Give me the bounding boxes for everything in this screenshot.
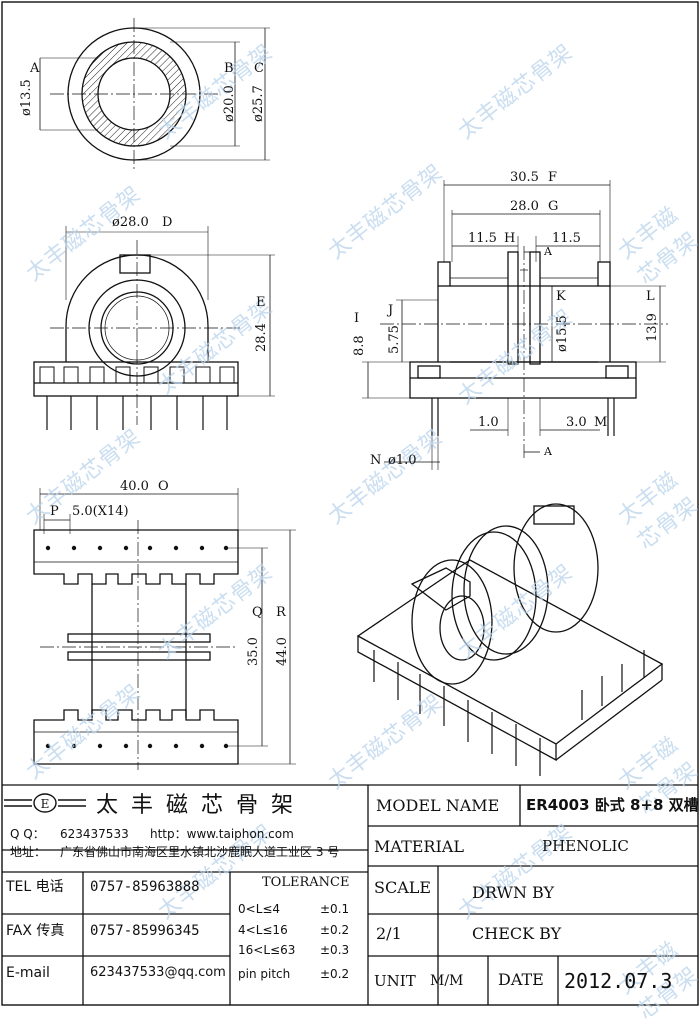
dim-tag-m: M [594, 415, 608, 430]
dim-tag-h: H [504, 231, 516, 246]
address: 广东省佛山市南海区里水镇北沙鹿眠大道工业区 3 号 [60, 845, 340, 859]
email: 623437533@qq.com [90, 965, 226, 980]
dim-f-value: 30.5 [510, 170, 539, 185]
dim-tag-r: R [276, 605, 286, 620]
dim-tag-b: B [224, 61, 234, 76]
tolerance-heading: TOLERANCE [262, 875, 350, 890]
fax-number: 0757-85996345 [90, 923, 200, 939]
qq-label: Q Q： [10, 827, 45, 841]
tel-number: 0757-85963888 [90, 879, 200, 895]
tolerance-value: ±0.2 [320, 923, 350, 937]
dim-p-value: 5.0(X14) [72, 504, 129, 519]
dim-tag-o: O [158, 479, 169, 494]
dim-h2-value: 11.5 [552, 231, 581, 246]
email-label: E-mail [6, 965, 50, 981]
fax-label: FAX 传真 [6, 923, 65, 939]
dim-o-value: 40.0 [120, 479, 149, 494]
title-block-grid [2, 784, 698, 1005]
tolerance-range: 16<L≤63 [238, 943, 296, 957]
scale-label: SCALE [374, 878, 432, 897]
ring-section-view [39, 18, 270, 172]
dim-tag-k: K [556, 289, 566, 304]
dim-tag-i: I [354, 311, 360, 326]
dim-tag-l: L [646, 289, 655, 304]
dim-one-value: 1.0 [478, 415, 499, 430]
svg-text:E: E [41, 797, 50, 811]
side-view [362, 180, 668, 470]
tolerance-range: pin pitch [238, 967, 291, 981]
dim-tag-p: P [50, 504, 59, 519]
model-name-label: MODEL NAME [376, 796, 500, 815]
material-value: PHENOLIC [542, 837, 629, 855]
address-label: 地址： [10, 845, 47, 859]
unit-label: UNIT [374, 972, 416, 990]
tolerance-range: 0<L≤4 [238, 902, 281, 916]
company-logo: E [4, 793, 86, 813]
date-value: 2012.07.3 [564, 969, 673, 993]
dim-tag-q: Q [252, 605, 263, 620]
model-name: ER4003 卧式 8+8 双槽 [526, 796, 699, 814]
isometric-view [356, 503, 664, 776]
section-mark-bottom: A [544, 445, 552, 458]
website: http：www.taiphon.com [150, 827, 294, 841]
check-by-label: CHECK BY [472, 924, 562, 943]
dim-tag-e: E [256, 295, 266, 310]
dim-tag-j: J [388, 303, 394, 318]
company-name: 太 丰 磁 芯 骨 架 [96, 793, 296, 818]
drawn-by-label: DRWN BY [472, 883, 555, 902]
dim-h-value: 11.5 [468, 231, 497, 246]
qq-number: 623437533 [60, 827, 129, 841]
tolerance-value: ±0.2 [320, 967, 350, 981]
scale-value: 2/1 [376, 924, 402, 943]
dim-tag-d: D [162, 215, 173, 230]
dim-d-value: ø28.0 [112, 215, 149, 230]
dim-tag-c: C [254, 61, 264, 76]
dim-tag-a: A [30, 61, 40, 76]
tolerance-value: ±0.3 [320, 943, 350, 957]
dim-tag-n: N [370, 453, 382, 468]
date-label: DATE [498, 970, 544, 989]
front-view [33, 226, 275, 430]
bottom-view [33, 488, 296, 770]
tel-label: TEL 电话 [6, 879, 64, 895]
material-label: MATERIAL [374, 837, 464, 856]
section-mark-top: A [544, 245, 552, 258]
dim-m-value: 3.0 [566, 415, 587, 430]
dim-tag-f: F [548, 170, 558, 185]
dim-g-value: 28.0 [510, 199, 539, 214]
unit-value: M/M [430, 973, 464, 989]
dim-tag-g: G [548, 199, 559, 214]
tolerance-range: 4<L≤16 [238, 923, 288, 937]
tolerance-value: ±0.1 [320, 902, 350, 916]
dim-n-value: ø1.0 [388, 453, 417, 468]
